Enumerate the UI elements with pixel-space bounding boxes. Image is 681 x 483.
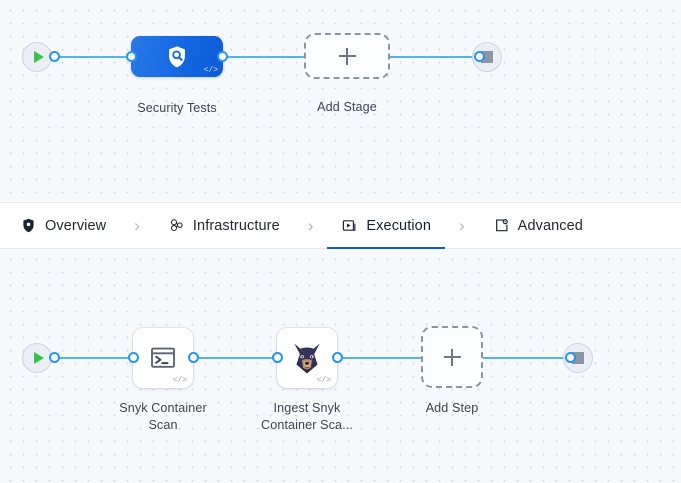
add-stage-caption: Add Stage xyxy=(317,100,377,114)
terminal-icon xyxy=(151,347,175,368)
settings-box-icon xyxy=(495,219,508,232)
tab-separator-2: › xyxy=(307,216,314,235)
tab-separator-1: › xyxy=(134,216,140,235)
play-box-icon xyxy=(343,220,356,231)
start-output-port[interactable] xyxy=(49,51,60,62)
step1-code-badge: </> xyxy=(172,376,187,385)
add-stage-button[interactable] xyxy=(304,33,390,79)
end-terminal-circle xyxy=(472,42,502,72)
step-end-input-port[interactable] xyxy=(565,352,576,363)
end-input-port[interactable] xyxy=(474,51,485,62)
wire-add-to-end xyxy=(384,56,480,58)
stage-code-badge: </> xyxy=(203,66,218,75)
tab-overview-label: Overview xyxy=(45,217,107,234)
step2-caption-line2: Container Sca... xyxy=(261,418,353,432)
add-step-button[interactable] xyxy=(421,326,483,388)
wire-start-to-stage xyxy=(54,56,140,58)
step-node-snyk-container-scan[interactable]: </> xyxy=(133,328,193,388)
step-node-ingest-snyk-container-scan[interactable]: </> xyxy=(277,328,337,388)
node-cluster-icon xyxy=(170,219,183,232)
wire-stage-to-add xyxy=(218,56,312,58)
step-end-node[interactable] xyxy=(563,343,593,373)
step-start-node[interactable] xyxy=(22,343,52,373)
tab-separator-3: › xyxy=(459,216,465,235)
stage-start-node[interactable] xyxy=(22,42,52,72)
step-caption-snyk-container-scan: Snyk Container Scan xyxy=(93,400,233,434)
shield-search-icon xyxy=(169,45,185,67)
stage-end-node[interactable] xyxy=(472,42,502,72)
stage-node-security-tests[interactable]: </> xyxy=(131,36,223,77)
start-terminal-circle xyxy=(22,42,52,72)
shield-icon xyxy=(23,218,34,233)
wire-add-to-end xyxy=(482,357,572,359)
tab-advanced[interactable]: Advanced xyxy=(491,203,585,249)
step1-caption-line1: Snyk Container xyxy=(119,401,207,415)
step1-caption-line2: Scan xyxy=(148,418,178,432)
tab-advanced-label: Advanced xyxy=(517,217,583,234)
snyk-dog-icon xyxy=(294,343,320,373)
step2-caption-line1: Ingest Snyk xyxy=(273,401,341,415)
stage-output-port[interactable] xyxy=(217,51,228,62)
wire-step1-to-step2 xyxy=(198,357,282,359)
stage-caption-security-tests: Security Tests xyxy=(137,101,217,115)
wire-step2-to-add xyxy=(342,357,426,359)
tab-execution[interactable]: Execution xyxy=(327,203,445,250)
stage-row: </> Security Tests Add Stage xyxy=(0,0,681,202)
step2-code-badge: </> xyxy=(316,376,331,385)
step2-output-port[interactable] xyxy=(332,352,343,363)
step-caption-ingest-snyk: Ingest Snyk Container Sca... xyxy=(237,400,377,434)
step1-output-port[interactable] xyxy=(188,352,199,363)
plus-icon-vertical xyxy=(451,348,453,366)
plus-icon-vertical xyxy=(346,47,348,65)
tab-overview[interactable]: Overview xyxy=(18,203,108,249)
add-step-caption: Add Step xyxy=(425,401,479,415)
play-icon xyxy=(33,51,44,63)
step-start-terminal-circle xyxy=(22,343,52,373)
stage-canvas[interactable]: </> Security Tests Add Stage xyxy=(0,0,681,202)
step2-input-port[interactable] xyxy=(272,352,283,363)
tab-execution-label: Execution xyxy=(366,217,431,234)
tab-infrastructure[interactable]: Infrastructure xyxy=(166,203,282,249)
tab-infrastructure-label: Infrastructure xyxy=(192,217,280,234)
pipeline-tabs: Overview › Infrastructure › Ex xyxy=(0,202,681,250)
play-icon xyxy=(33,352,44,364)
step-end-terminal-circle xyxy=(563,343,593,373)
step-row: </> </> xyxy=(0,249,681,483)
step-start-output-port[interactable] xyxy=(49,352,60,363)
wire-start-to-step1 xyxy=(54,357,136,359)
step-canvas[interactable]: </> </> xyxy=(0,249,681,483)
step1-input-port[interactable] xyxy=(128,352,139,363)
stage-input-port[interactable] xyxy=(126,51,137,62)
